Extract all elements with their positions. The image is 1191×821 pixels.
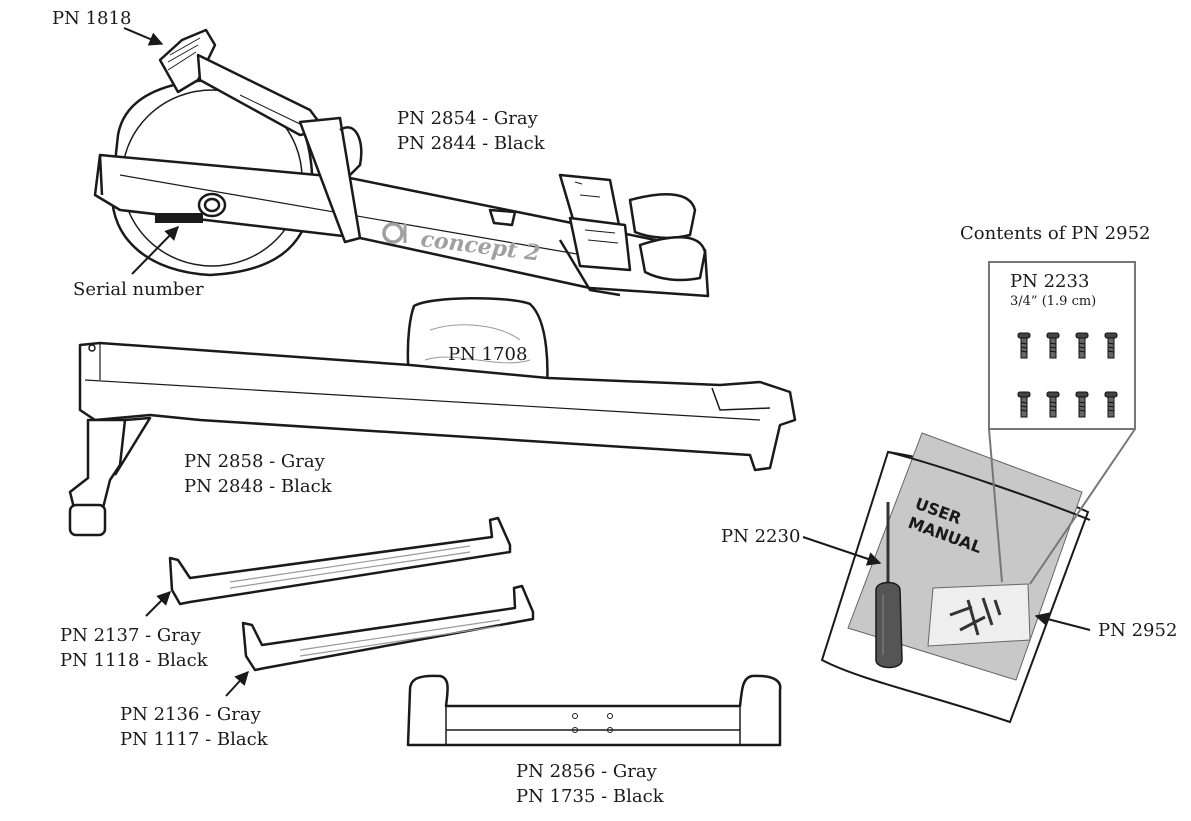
label-rail-b-gray: PN 2136 - Gray [120,704,261,725]
label-monorail-gray: PN 2858 - Gray [184,451,325,472]
arrow-screwdriver [802,536,882,566]
label-front-leg-gray: PN 2856 - Gray [516,761,657,782]
label-hardware-pack: PN 2952 [1098,620,1178,641]
rower-main-body [93,28,710,298]
bolt-pouch [927,583,1031,647]
monitor-arm-pivot [298,116,362,244]
label-contents-title: Contents of PN 2952 [960,223,1151,244]
screwdriver [875,502,903,669]
label-front-leg: PN 2856 - Gray PN 1735 - Black [516,759,664,809]
label-monitor-arm: PN 1818 [52,8,132,29]
label-front-leg-black: PN 1735 - Black [516,786,664,807]
footrest-right [568,216,632,272]
foot-stretcher-left [628,193,697,240]
monitor-arm-head [158,28,217,94]
label-seat: PN 1708 [448,344,528,365]
label-screwdriver: PN 2230 [721,526,801,547]
hardware-bag: USER MANUAL [820,432,1091,724]
arrow-monitor-arm [123,27,164,46]
label-bolt-part: PN 2233 [1010,271,1090,292]
monorail [68,341,797,537]
label-footrest: PN 2854 - Gray PN 2844 - Black [397,106,545,156]
label-footrest-gray: PN 2854 - Gray [397,108,538,129]
arrow-rail-a [145,591,171,617]
label-footrest-black: PN 2844 - Black [397,133,545,154]
label-rail-b: PN 2136 - Gray PN 1117 - Black [120,702,268,752]
contents-box [988,261,1136,585]
label-monorail: PN 2858 - Gray PN 2848 - Black [184,449,332,499]
serial-plate [155,213,203,223]
label-rail-a: PN 2137 - Gray PN 1118 - Black [60,623,208,673]
rail-brace-b [241,584,535,672]
foot-stretcher-right [638,236,707,282]
front-leg [406,674,782,747]
rear-foot [68,503,107,537]
label-rail-a-black: PN 1118 - Black [60,650,208,671]
label-serial-number: Serial number [73,279,204,300]
label-rail-b-black: PN 1117 - Black [120,729,268,750]
arrow-rail-b [225,670,249,697]
arrow-serial [131,225,179,275]
leader-arrows [123,27,1091,697]
rail-brace-a [168,516,512,606]
label-bolt-size: 3/4” (1.9 cm) [1010,294,1097,309]
label-rail-a-gray: PN 2137 - Gray [60,625,201,646]
arrow-hardware-pack [1034,612,1091,631]
label-monorail-black: PN 2848 - Black [184,476,332,497]
monitor-arm-detail [167,37,619,244]
rear-leg [68,418,127,514]
